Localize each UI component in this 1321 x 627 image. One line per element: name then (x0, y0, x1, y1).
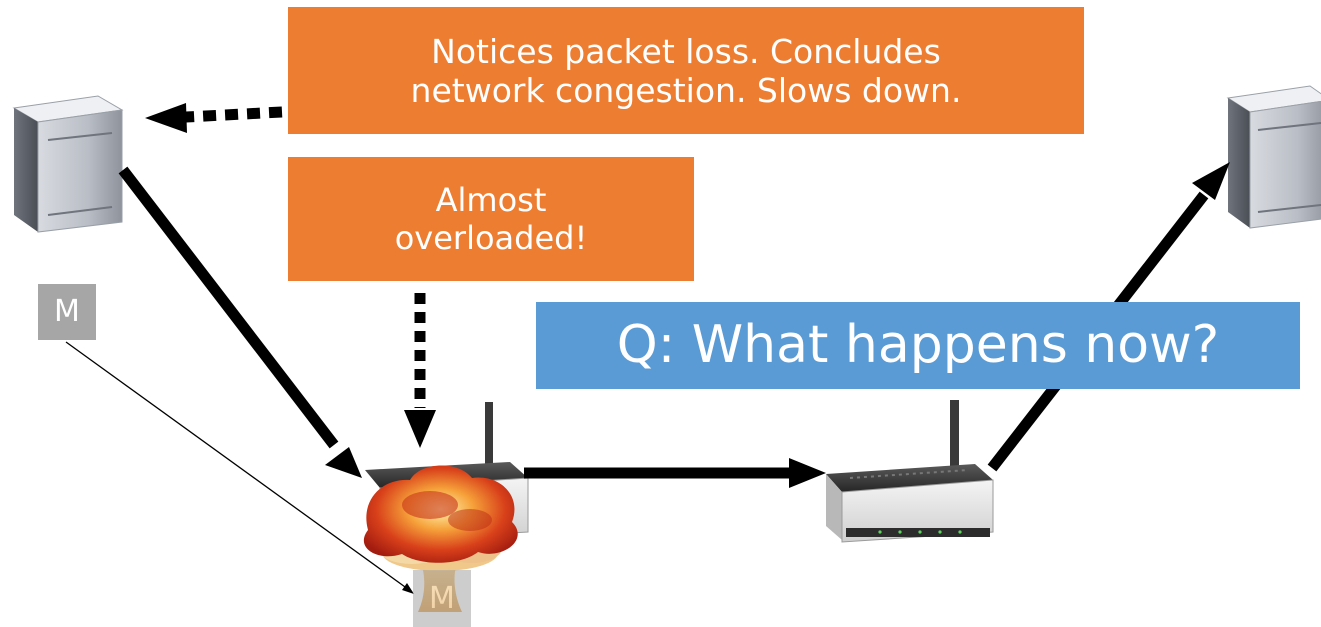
message-path-arrowhead (402, 583, 414, 594)
router-warning-callout: Almost overloaded! (288, 157, 694, 281)
feedback-arrow-to-sender (185, 106, 283, 123)
sender-notice-line-1: Notices packet loss. Concludes (431, 31, 941, 71)
sender-notice-line-2: network congestion. Slows down. (410, 70, 962, 110)
link-arrow-server-to-router (118, 166, 339, 449)
server-icon (12, 95, 124, 233)
router-icon (826, 400, 994, 543)
message-path-line (65, 341, 413, 593)
message-box: M (38, 284, 96, 340)
link-arrowhead (789, 458, 826, 488)
message-box: M (413, 570, 471, 627)
link-arrowhead (1192, 162, 1230, 200)
link-arrowhead (325, 447, 362, 478)
feedback-arrowhead (145, 103, 187, 133)
warning-arrowhead (404, 410, 436, 448)
sender-notice-callout: Notices packet loss. Concludes network c… (288, 7, 1084, 134)
router-warning-line-2: overloaded! (394, 219, 588, 257)
question-box: Q: What happens now? (536, 302, 1300, 389)
router-warning-line-1: Almost (435, 181, 547, 219)
server-icon (1226, 85, 1321, 229)
